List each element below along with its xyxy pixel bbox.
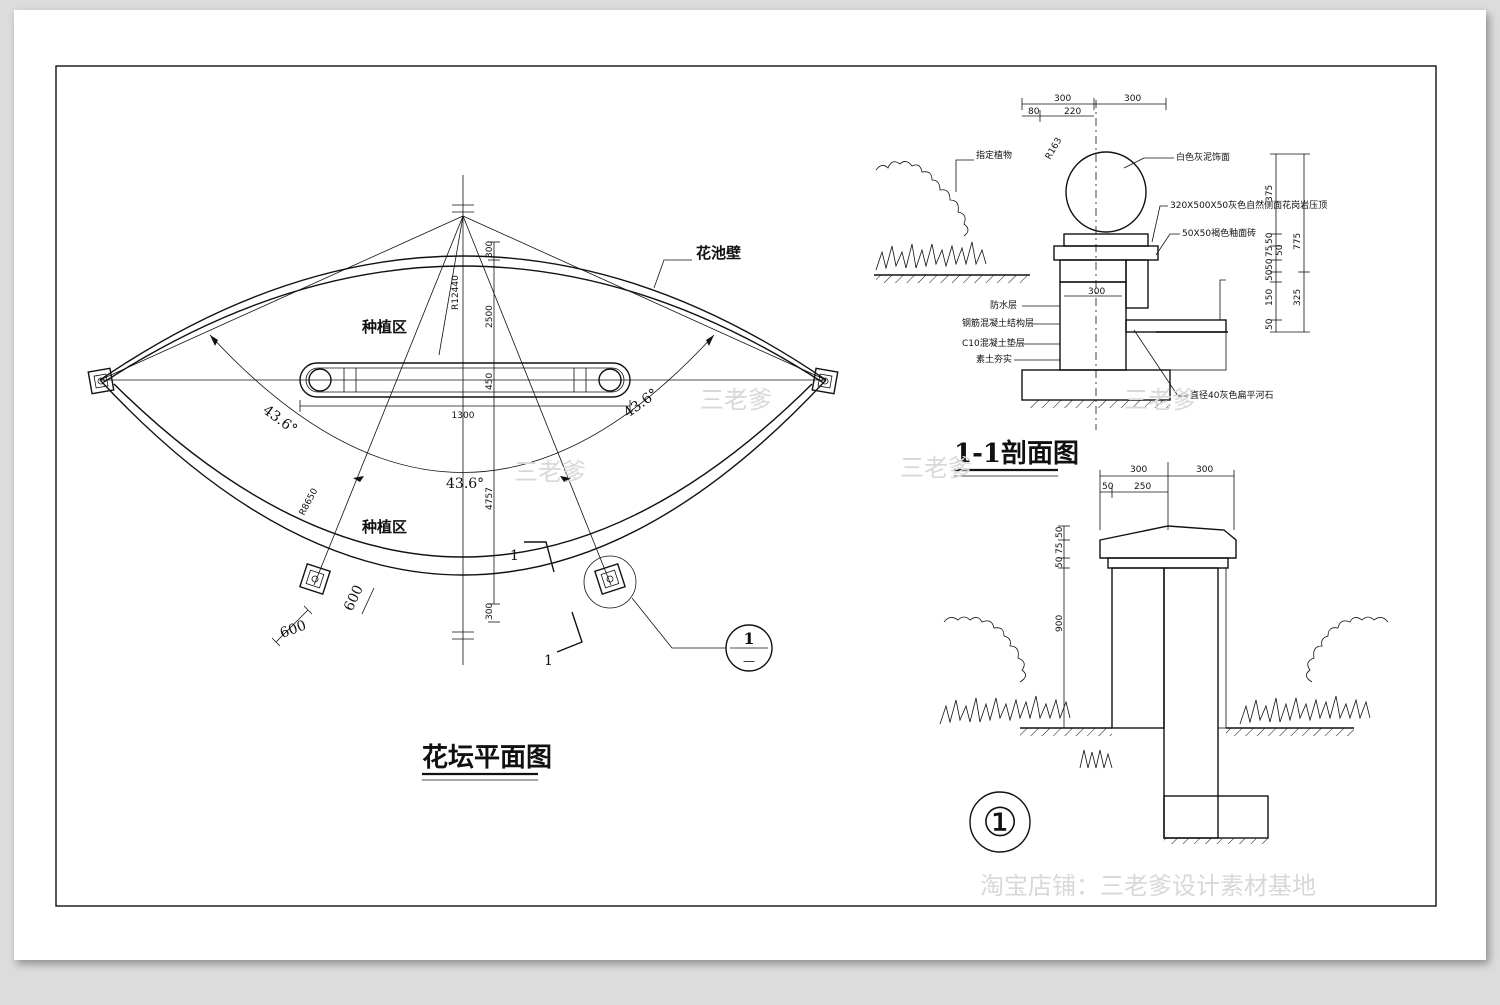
section-coping [1053,245,1159,261]
detail-grass-tuft [1079,749,1113,769]
angle-arc [209,334,715,473]
plant-canopy-left [875,161,969,237]
dim-600-b: 600 [341,583,367,614]
dim-4757: 4757 [485,487,495,510]
section-dim-v-50d: 50 [1275,244,1285,256]
detail-dim-250: 250 [1134,482,1151,492]
plant-grass-left [875,241,987,271]
detail-plant-canopy-left [943,616,1026,683]
detail-dim-50: 50 [1102,482,1114,492]
cad-drawing: 1 — 1 1 300 2500 450 4757 300 1300 R1244… [55,65,1437,907]
label-river-pebble: 直径40灰色扁平河石 [1190,389,1273,401]
label-rc-structure: 钢筋混凝土结构层 [962,317,1034,329]
section-dim-r163: R163 [1044,136,1064,161]
section-dim-300-left: 300 [1054,94,1071,104]
label-ball-finish: 白色灰泥饰面 [1176,151,1230,163]
corner-post-left [87,367,115,395]
angle-right: 43.6° [621,386,661,421]
detail-dim-v-50b: 50 [1055,556,1065,568]
detail-1-elevation: 300 300 50 250 50 75 50 [939,462,1389,853]
detail-symbol-circle [969,791,1031,853]
angle-center: 43.6° [446,476,484,492]
detail-symbol: ① [982,800,1018,846]
section-title: 1-1剖面图 [954,438,1079,469]
label-glazed-brick: 50X50褐色釉面砖 [1182,227,1256,239]
dim-450: 450 [485,373,495,390]
section-dim-v-50c: 50 [1265,269,1275,281]
label-compacted-soil: 素土夯实 [976,353,1012,365]
section-dim-v-75: 75 [1265,246,1275,257]
dim-2500: 2500 [485,305,495,328]
section-dim-v-50b: 50 [1265,258,1275,270]
section-dim-v-375: 375 [1265,185,1275,202]
watermark-brand-4: 三老爹 [1124,386,1196,414]
section-dim-v-50a: 50 [1265,232,1275,244]
detail-footing [1163,795,1269,839]
dim-600-a: 600 [278,618,309,642]
detail-ref-number: 1 [743,629,754,648]
cut-mark-top: 1 [510,548,519,564]
section-1-1: 300 300 80 220 R163 375 775 50 75 50 50 … [874,94,1327,477]
bottom-post-right [593,562,627,596]
section-dim-v-50e: 50 [1265,318,1275,330]
dim-1300: 1300 [452,411,475,421]
detail-ref-sheet: — [743,654,755,668]
section-dim-220: 220 [1064,107,1081,117]
section-dim-80: 80 [1028,107,1040,117]
detail-dim-v-50a: 50 [1055,526,1065,538]
detail-dim-v-75: 75 [1055,543,1065,554]
section-dim-inner-300: 300 [1088,287,1105,297]
detail-pier-cap [1099,525,1237,559]
label-c10-bedding: C10混凝土垫层 [962,337,1025,349]
detail-dim-v-900: 900 [1055,615,1065,632]
drawing-frame [55,65,1437,907]
cut-mark-bottom: 1 [544,653,553,669]
section-ball [1065,151,1147,233]
section-dim-v-325: 325 [1293,289,1303,306]
dim-300-top: 300 [485,241,495,258]
detail-dim-300-right: 300 [1196,465,1213,475]
label-plants: 指定植物 [976,149,1012,161]
watermark-brand-3: 三老爹 [900,454,972,482]
watermark-brand-1: 三老爹 [514,458,586,486]
section-dim-v-775: 775 [1293,233,1303,250]
label-coping: 320X500X50灰色自然侧面花岗岩压顶 [1170,199,1327,211]
drawing-sheet: 1 — 1 1 300 2500 450 4757 300 1300 R1244… [14,10,1486,960]
dim-r8650: R8650 [298,487,321,518]
flowerbed-plan: 1 — 1 1 300 2500 450 4757 300 1300 R1244… [87,175,839,781]
bottom-post-left [298,562,332,596]
watermark-brand-2: 三老爹 [700,386,772,414]
detail-pier-core [1163,567,1219,839]
section-dim-300-right: 300 [1124,94,1141,104]
watermark-shop: 淘宝店铺：三老爹设计素材基地 [980,872,1316,900]
detail-reference-bubble [725,624,773,672]
center-bench [299,362,631,398]
corner-post-right [811,367,839,395]
detail-callout-circle [583,555,637,609]
zone-label-bottom: 种植区 [361,518,407,536]
dim-r12440: R12440 [451,275,461,310]
angle-left: 43.6° [260,402,300,437]
detail-plant-grass-left [939,695,1071,725]
zone-label-top: 种植区 [361,318,407,336]
plan-title: 花坛平面图 [422,743,552,773]
detail-stone-veneer [1111,567,1165,729]
label-waterproof: 防水层 [990,299,1017,311]
wall-label: 花池壁 [696,244,741,262]
detail-plant-grass-right [1239,695,1371,725]
detail-dim-300-left: 300 [1130,465,1147,475]
detail-plant-canopy-right [1306,616,1389,683]
section-dim-v-150: 150 [1265,289,1275,306]
dim-300-bottom: 300 [485,603,495,620]
